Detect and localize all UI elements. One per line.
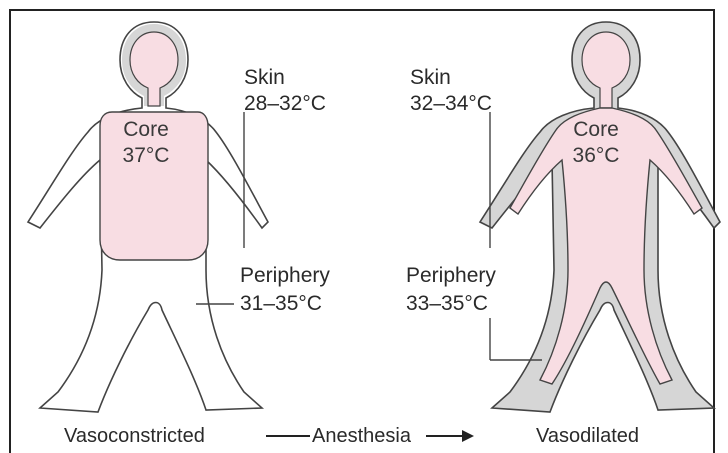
right-core-temp: 36°C — [556, 144, 636, 168]
left-skin-label: Skin — [244, 66, 285, 90]
right-periphery-label: Periphery — [406, 264, 496, 288]
left-core-label: Core — [106, 118, 186, 142]
right-caption: Vasodilated — [536, 424, 639, 448]
right-head-core — [582, 32, 630, 108]
left-caption: Vasoconstricted — [64, 424, 205, 448]
right-body-figure — [480, 22, 720, 412]
right-skin-label: Skin — [410, 66, 451, 90]
anesthesia-label: Anesthesia — [312, 424, 411, 448]
right-skin-temp: 32–34°C — [410, 92, 492, 116]
left-periphery-label: Periphery — [240, 264, 330, 288]
left-skin-temp: 28–32°C — [244, 92, 326, 116]
right-core-label: Core — [556, 118, 636, 142]
left-body-figure — [28, 22, 268, 412]
left-core-temp: 37°C — [106, 144, 186, 168]
right-periphery-temp: 33–35°C — [406, 292, 488, 316]
left-periphery-temp: 31–35°C — [240, 292, 322, 316]
